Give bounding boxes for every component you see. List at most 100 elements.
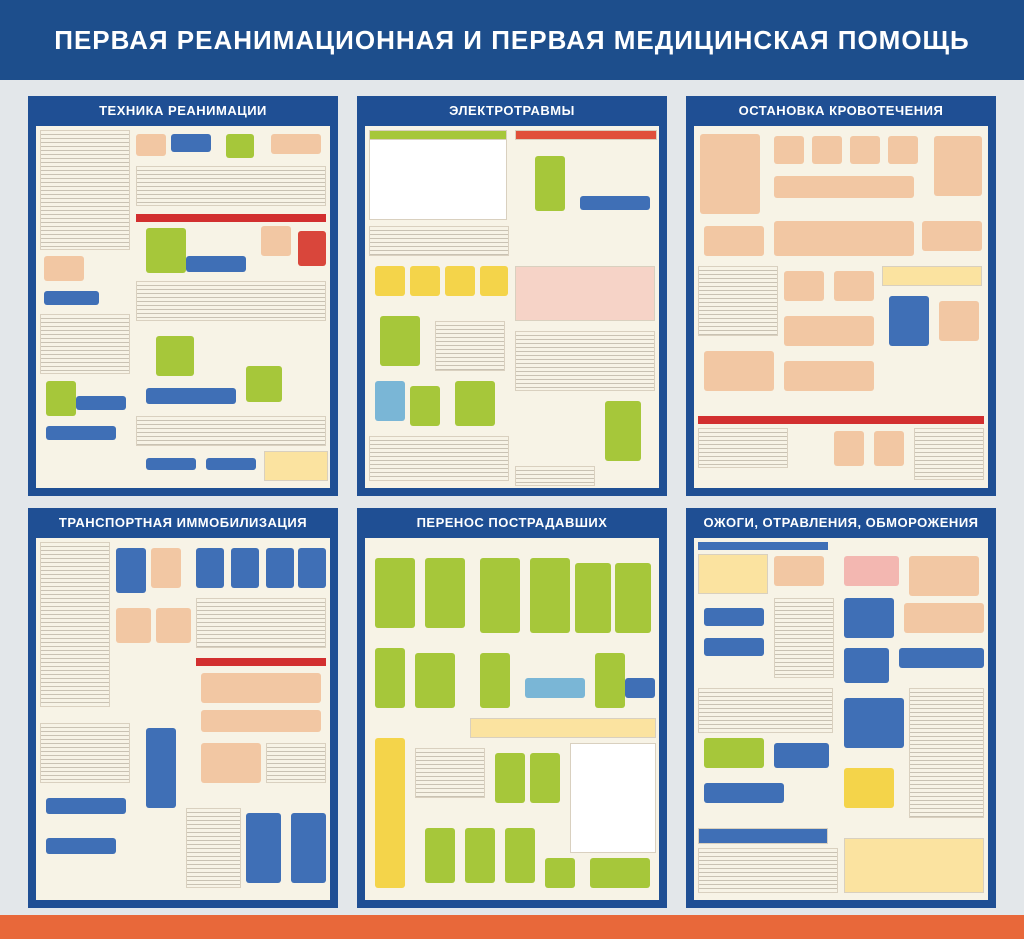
illustration <box>261 226 291 256</box>
illustration <box>46 381 76 416</box>
illustration <box>575 563 611 633</box>
panel-content <box>365 538 659 900</box>
illustration <box>186 256 246 272</box>
illustration <box>375 648 405 708</box>
warning-banner <box>698 828 828 844</box>
illustration <box>76 396 126 410</box>
panel-burns-poisoning-frostbite: ОЖОГИ, ОТРАВЛЕНИЯ, ОБМОРОЖЕНИЯ <box>686 508 996 908</box>
illustration <box>505 828 535 883</box>
illustration <box>704 226 764 256</box>
panel-content <box>694 538 988 900</box>
illustration <box>455 381 495 426</box>
illustration <box>156 608 191 643</box>
table-block <box>570 743 656 853</box>
illustration <box>410 386 440 426</box>
illustration <box>580 196 650 210</box>
illustration <box>844 698 904 748</box>
illustration <box>530 558 570 633</box>
text-block <box>774 598 834 678</box>
illustration <box>495 753 525 803</box>
panel-victim-transport: ПЕРЕНОС ПОСТРАДАВШИХ <box>357 508 667 908</box>
illustration <box>904 603 984 633</box>
illustration <box>784 316 874 346</box>
text-block <box>266 743 326 783</box>
illustration <box>704 638 764 656</box>
illustration <box>201 673 321 703</box>
illustration <box>465 828 495 883</box>
illustration <box>909 556 979 596</box>
text-block <box>909 688 984 818</box>
illustration <box>298 548 326 588</box>
illustration <box>525 678 585 698</box>
illustration <box>922 221 982 251</box>
note-box <box>698 554 768 594</box>
panel-content <box>36 538 330 900</box>
illustration <box>246 813 281 883</box>
section-caption <box>369 130 507 140</box>
illustration <box>774 556 824 586</box>
illustration <box>834 271 874 301</box>
illustration <box>480 558 520 633</box>
illustration <box>46 426 116 440</box>
illustration <box>774 136 804 164</box>
illustration <box>704 738 764 768</box>
text-block <box>40 314 130 374</box>
diagram-block <box>515 266 655 321</box>
illustration <box>136 134 166 156</box>
illustration <box>590 858 650 888</box>
illustration <box>425 828 455 883</box>
text-block <box>914 428 984 480</box>
illustration <box>425 558 465 628</box>
illustration <box>625 678 655 698</box>
text-block <box>40 130 130 250</box>
illustration <box>774 221 914 256</box>
illustration <box>201 743 261 783</box>
illustration <box>266 548 294 588</box>
illustration <box>899 648 984 668</box>
illustration <box>151 548 181 588</box>
panel-title: ТЕХНИКА РЕАНИМАЦИИ <box>99 103 267 118</box>
section-caption <box>136 214 326 222</box>
illustration <box>375 266 405 296</box>
illustration <box>146 458 196 470</box>
illustration <box>146 728 176 808</box>
illustration <box>116 548 146 593</box>
text-block <box>698 266 778 336</box>
illustration <box>171 134 211 152</box>
illustration <box>700 134 760 214</box>
illustration <box>146 388 236 404</box>
illustration <box>704 351 774 391</box>
illustration <box>934 136 982 196</box>
illustration <box>116 608 151 643</box>
panel-title: ТРАНСПОРТНАЯ ИММОБИЛИЗАЦИЯ <box>58 515 308 530</box>
panel-content <box>36 126 330 488</box>
panel-content <box>694 126 988 488</box>
section-caption <box>515 130 657 140</box>
illustration <box>226 134 254 158</box>
illustration <box>704 783 784 803</box>
illustration <box>774 176 914 198</box>
illustration <box>889 296 929 346</box>
panel-title: ЭЛЕКТРОТРАВМЫ <box>449 103 575 118</box>
illustration <box>774 743 829 768</box>
note-box <box>264 451 328 481</box>
illustration <box>271 134 321 154</box>
illustration <box>146 228 186 273</box>
text-block <box>698 848 838 893</box>
note-box <box>882 266 982 286</box>
note-box <box>470 718 656 738</box>
header-banner: ПЕРВАЯ РЕАНИМАЦИОННАЯ И ПЕРВАЯ МЕДИЦИНСК… <box>0 0 1024 80</box>
footer-stripe <box>0 915 1024 939</box>
illustration <box>375 738 405 888</box>
text-block <box>435 321 505 371</box>
illustration <box>834 431 864 466</box>
illustration <box>844 598 894 638</box>
panel-transport-immobilization: ТРАНСПОРТНАЯ ИММОБИЛИЗАЦИЯ <box>28 508 338 908</box>
text-block <box>40 723 130 783</box>
illustration <box>530 753 560 803</box>
illustration <box>44 256 84 281</box>
section-caption <box>698 416 984 424</box>
illustration <box>415 653 455 708</box>
illustration <box>784 271 824 301</box>
panel-title: ОСТАНОВКА КРОВОТЕЧЕНИЯ <box>738 103 944 118</box>
